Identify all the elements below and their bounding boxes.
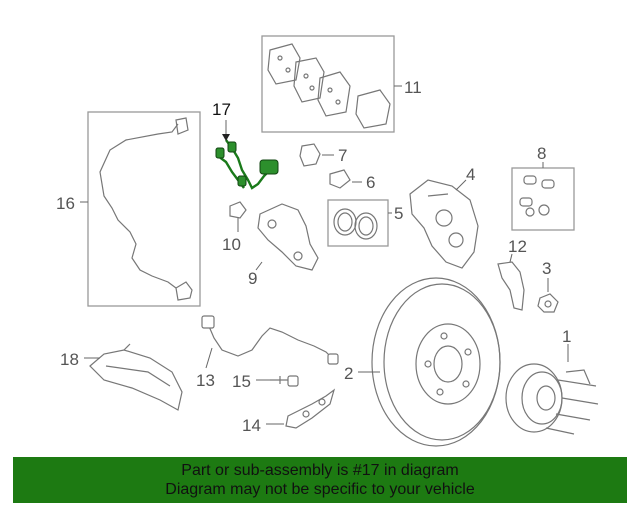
- banner-line-1: Part or sub-assembly is #17 in diagram: [181, 462, 459, 479]
- banner-line-2: Diagram may not be specific to your vehi…: [165, 481, 475, 498]
- label-2: 2: [344, 364, 353, 383]
- part-3-nut[interactable]: [537, 293, 559, 313]
- label-12: 12: [508, 237, 527, 256]
- label-14: 14: [242, 416, 261, 435]
- label-18: 18: [60, 350, 79, 369]
- part-5-seals[interactable]: [327, 199, 389, 247]
- part-15-bolt[interactable]: [270, 375, 299, 387]
- part-11-brake-pads[interactable]: [261, 35, 395, 133]
- label-10: 10: [222, 235, 241, 254]
- part-7-bushing[interactable]: [299, 143, 321, 167]
- part-13-brake-hose[interactable]: [201, 315, 339, 365]
- part-16-speed-sensor[interactable]: [87, 111, 201, 307]
- label-7: 7: [338, 146, 347, 165]
- part-18-splash-shield[interactable]: [89, 343, 183, 411]
- label-1: 1: [562, 327, 571, 346]
- label-5: 5: [394, 204, 403, 223]
- label-16: 16: [56, 194, 75, 213]
- part-12-shield[interactable]: [497, 261, 525, 311]
- part-14-bracket[interactable]: [285, 388, 336, 429]
- label-8: 8: [537, 144, 546, 163]
- label-3: 3: [542, 259, 551, 278]
- label-13: 13: [196, 371, 215, 390]
- label-15: 15: [232, 372, 251, 391]
- part-17-harness[interactable]: [215, 139, 279, 190]
- part-10-bolt[interactable]: [229, 201, 247, 219]
- label-4: 4: [466, 165, 475, 184]
- part-6-bleeder[interactable]: [329, 169, 351, 189]
- label-17: 17: [212, 100, 231, 119]
- info-banner: Part or sub-assembly is #17 in diagram D…: [13, 457, 627, 503]
- label-6: 6: [366, 173, 375, 192]
- part-2-rotor[interactable]: [371, 277, 501, 447]
- part-4-caliper[interactable]: [409, 179, 479, 269]
- part-8-pin-kit[interactable]: [511, 167, 575, 231]
- part-1-hub[interactable]: [505, 363, 599, 435]
- label-11: 11: [404, 78, 422, 97]
- part-9-bracket[interactable]: [257, 203, 319, 271]
- label-9: 9: [248, 269, 257, 288]
